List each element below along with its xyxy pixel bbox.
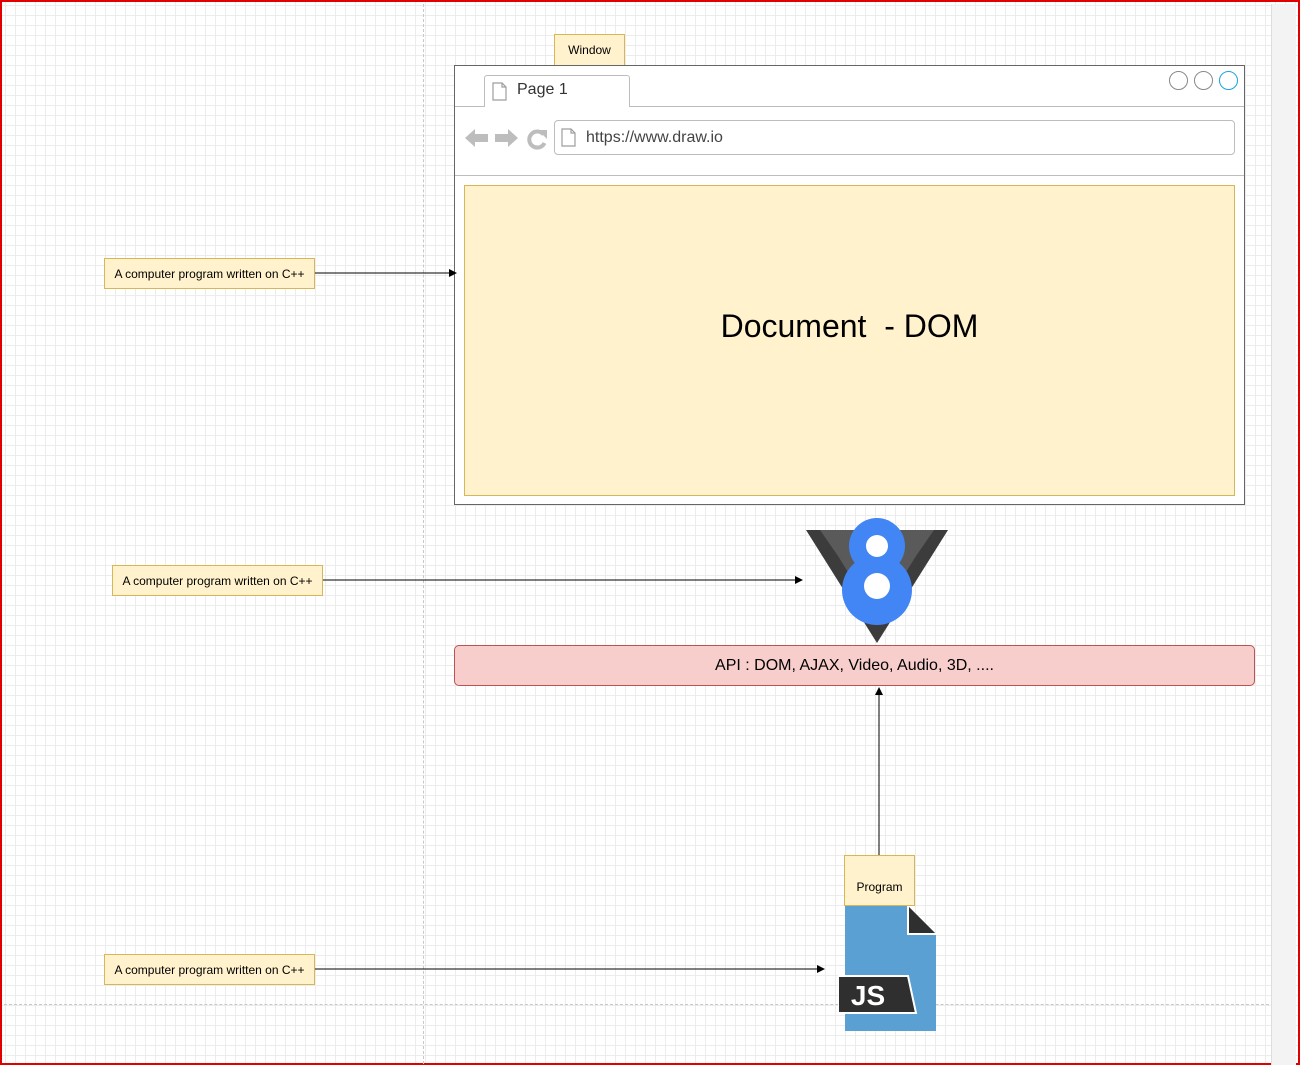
v8-engine-icon[interactable] (806, 516, 948, 649)
back-arrow-icon[interactable] (465, 128, 489, 153)
window-label[interactable]: Window (554, 34, 625, 66)
reload-icon[interactable] (526, 128, 548, 155)
api-label: API : DOM, AJAX, Video, Audio, 3D, .... (715, 656, 994, 674)
js-file-icon[interactable]: JS (837, 906, 938, 1037)
document-dom-label: Document - DOM (720, 308, 979, 344)
page-break-vertical (423, 4, 424, 1064)
document-dom-box[interactable]: Document - DOM (464, 185, 1235, 496)
tab-label: Page 1 (517, 81, 568, 98)
note-text: A computer program written on C++ (114, 962, 305, 977)
page-icon (492, 82, 507, 106)
toolbar-separator (455, 175, 1244, 176)
js-icon-label: JS (851, 980, 885, 1011)
address-url: https://www.draw.io (586, 129, 723, 146)
forward-arrow-icon[interactable] (494, 128, 518, 153)
cpp-program-note-engine[interactable]: A computer program written on C++ (112, 565, 323, 596)
address-bar[interactable]: https://www.draw.io (554, 120, 1235, 155)
tab-strip-line (455, 106, 1244, 107)
browser-tab[interactable]: Page 1 (484, 75, 630, 107)
window-button-maximize[interactable] (1194, 71, 1213, 90)
note-text: A computer program written on C++ (114, 266, 305, 281)
window-button-minimize[interactable] (1169, 71, 1188, 90)
cpp-program-note-browser[interactable]: A computer program written on C++ (104, 258, 315, 289)
program-label[interactable]: Program (844, 855, 915, 906)
browser-window[interactable]: Page 1 (454, 65, 1245, 505)
window-label-text: Window (568, 43, 611, 57)
api-bar[interactable]: API : DOM, AJAX, Video, Audio, 3D, .... (454, 645, 1255, 686)
note-text: A computer program written on C++ (122, 573, 313, 588)
page-break-horizontal (4, 1004, 1274, 1005)
cpp-program-note-js[interactable]: A computer program written on C++ (104, 954, 315, 985)
window-button-close[interactable] (1219, 71, 1238, 90)
program-label-text: Program (856, 880, 903, 894)
canvas-scrollbar[interactable] (1271, 4, 1296, 1065)
page-icon (561, 128, 576, 152)
